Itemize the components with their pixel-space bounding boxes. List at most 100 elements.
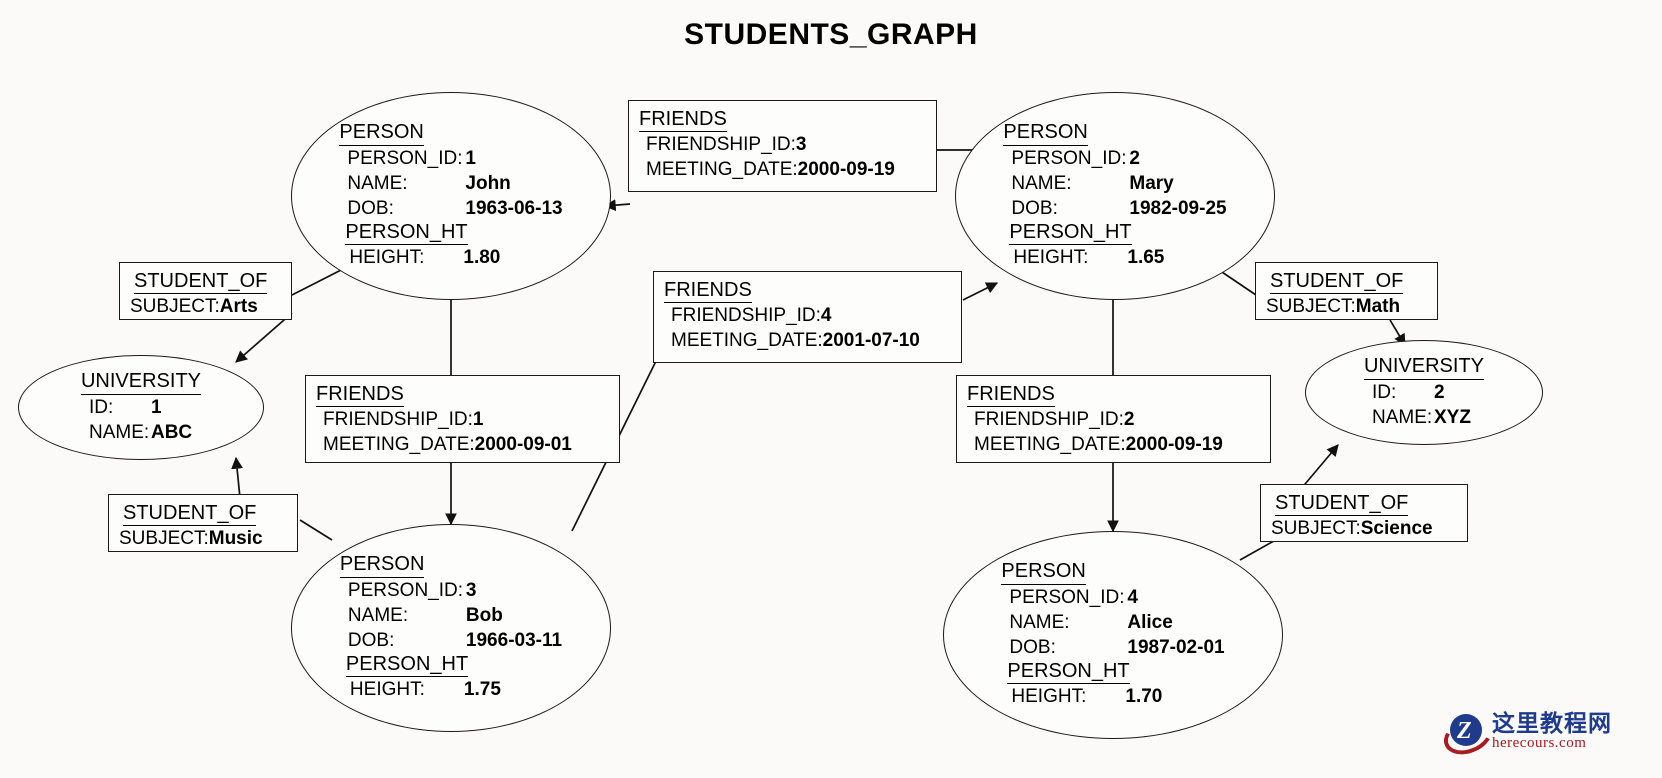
rel-attribute-row: SUBJECT: Arts bbox=[130, 294, 258, 319]
node-type-label: PERSON bbox=[339, 553, 425, 578]
attribute-key: FRIENDSHIP_ID: bbox=[974, 409, 1124, 431]
node-attribute-row: ID: 1 bbox=[81, 395, 201, 420]
rel-attribute-row: MEETING_DATE: 2000-09-01 bbox=[316, 432, 609, 457]
attribute-value: 2000-09-01 bbox=[474, 434, 572, 456]
attribute-value: Science bbox=[1360, 518, 1433, 540]
rel-type-label: STUDENT_OF bbox=[123, 502, 257, 527]
node-attribute-row: HEIGHT: 1.70 bbox=[1001, 684, 1224, 709]
node-sub-type-label: PERSON_HT bbox=[1007, 660, 1130, 685]
page-title: STUDENTS_GRAPH bbox=[684, 18, 978, 51]
node-attribute-row: ID: 2 bbox=[1364, 380, 1484, 405]
attribute-value: Bob bbox=[465, 604, 503, 626]
node-type-label: PERSON bbox=[1003, 121, 1088, 146]
node-attribute-row: DOB: 1982-09-25 bbox=[1003, 196, 1226, 221]
rel-type-label: STUDENT_OF bbox=[1270, 270, 1404, 295]
node-person-4[interactable]: PERSON PERSON_ID: 4 NAME: Alice DOB: 198… bbox=[943, 531, 1283, 739]
attribute-key: SUBJECT: bbox=[119, 528, 209, 550]
attribute-key: PERSON_ID: bbox=[347, 579, 464, 601]
rel-student-of-math[interactable]: STUDENT_OF SUBJECT: Math bbox=[1255, 262, 1438, 320]
attribute-key: DOB: bbox=[347, 630, 395, 651]
node-attribute-row: PERSON_ID: 2 bbox=[1003, 146, 1226, 171]
watermark-url: herecours.com bbox=[1492, 735, 1587, 752]
rel-type-label: FRIENDS bbox=[639, 108, 727, 133]
attribute-value: 3 bbox=[795, 134, 807, 156]
attribute-value: 2 bbox=[1433, 381, 1445, 403]
rel-friends-1[interactable]: FRIENDS FRIENDSHIP_ID: 1 MEETING_DATE: 2… bbox=[305, 375, 620, 463]
node-attribute-row: DOB: 1963-06-13 bbox=[339, 196, 562, 221]
node-attribute-row: NAME: John bbox=[339, 171, 562, 196]
attribute-key: FRIENDSHIP_ID: bbox=[323, 409, 473, 431]
attribute-key: DOB: bbox=[347, 198, 394, 219]
attribute-key: NAME: bbox=[347, 172, 408, 194]
watermark: Z 这里教程网 herecours.com bbox=[1438, 710, 1612, 762]
attribute-key: SUBJECT: bbox=[1271, 518, 1361, 540]
attribute-value: 1.80 bbox=[463, 247, 501, 269]
attribute-value: 1 bbox=[472, 409, 484, 431]
attribute-key: HEIGHT: bbox=[349, 679, 425, 701]
rel-friends-2[interactable]: FRIENDS FRIENDSHIP_ID: 2 MEETING_DATE: 2… bbox=[956, 375, 1271, 463]
watermark-brand: 这里教程网 bbox=[1492, 711, 1612, 738]
rel-friends-4[interactable]: FRIENDS FRIENDSHIP_ID: 4 MEETING_DATE: 2… bbox=[653, 271, 962, 363]
node-attribute-row: HEIGHT: 1.65 bbox=[1003, 245, 1226, 270]
attribute-key: NAME: bbox=[1011, 172, 1072, 194]
node-attribute-row: NAME: XYZ bbox=[1364, 405, 1484, 430]
rel-type-label: FRIENDS bbox=[316, 383, 404, 408]
rel-attribute-row: MEETING_DATE: 2000-09-19 bbox=[639, 157, 926, 182]
attribute-key: FRIENDSHIP_ID: bbox=[671, 305, 821, 327]
edge-student-music-univ1 bbox=[231, 456, 243, 499]
attribute-value: 1 bbox=[150, 396, 162, 418]
attribute-key: DOB: bbox=[1009, 637, 1056, 658]
attribute-value: XYZ bbox=[1433, 406, 1471, 428]
attribute-key: MEETING_DATE: bbox=[646, 159, 798, 181]
attribute-value: Math bbox=[1355, 296, 1401, 318]
node-type-label: UNIVERSITY bbox=[1363, 355, 1485, 380]
attribute-value: 4 bbox=[1127, 586, 1138, 608]
rel-student-of-music[interactable]: STUDENT_OF SUBJECT: Music bbox=[108, 494, 298, 552]
attribute-key: NAME: bbox=[1371, 406, 1433, 428]
attribute-value: Arts bbox=[219, 296, 258, 318]
rel-type-label: STUDENT_OF bbox=[1275, 492, 1409, 517]
globe-ball bbox=[1450, 714, 1482, 746]
rel-attribute-row: SUBJECT: Math bbox=[1266, 294, 1400, 319]
attribute-value: 2 bbox=[1129, 147, 1140, 169]
rel-attribute-row: SUBJECT: Science bbox=[1271, 516, 1433, 541]
attribute-value: John bbox=[465, 172, 511, 194]
node-attribute-row: NAME: ABC bbox=[81, 420, 201, 445]
rel-friends-3[interactable]: FRIENDS FRIENDSHIP_ID: 3 MEETING_DATE: 2… bbox=[628, 100, 937, 192]
node-person-1[interactable]: PERSON PERSON_ID: 1 NAME: John DOB: 1963… bbox=[291, 92, 611, 300]
node-type-label: PERSON bbox=[339, 121, 424, 146]
attribute-key: HEIGHT: bbox=[1011, 686, 1087, 708]
attribute-key: ID: bbox=[88, 396, 114, 418]
logo-letter: Z bbox=[1457, 718, 1472, 744]
node-university-1[interactable]: UNIVERSITY ID: 1 NAME: ABC bbox=[18, 355, 264, 460]
node-attribute-row: PERSON_ID: 3 bbox=[340, 578, 562, 603]
node-sub-type-label: PERSON_HT bbox=[1009, 221, 1132, 246]
attribute-key: NAME: bbox=[1009, 611, 1070, 633]
attribute-value: 1987-02-01 bbox=[1127, 637, 1225, 658]
attribute-value: 1.75 bbox=[463, 679, 501, 701]
attribute-key: NAME: bbox=[88, 421, 150, 443]
node-attribute-row: NAME: Bob bbox=[340, 603, 562, 628]
rel-attribute-row: MEETING_DATE: 2001-07-10 bbox=[664, 328, 951, 353]
attribute-value: 2001-07-10 bbox=[822, 330, 920, 352]
node-sub-type-label: PERSON_HT bbox=[345, 653, 469, 678]
attribute-key: DOB: bbox=[1011, 198, 1058, 219]
node-attribute-row: DOB: 1966-03-11 bbox=[340, 628, 562, 653]
attribute-value: 2000-09-19 bbox=[1125, 434, 1223, 456]
node-person-2[interactable]: PERSON PERSON_ID: 2 NAME: Mary DOB: 1982… bbox=[955, 92, 1275, 300]
attribute-key: HEIGHT: bbox=[349, 247, 425, 269]
rel-attribute-row: FRIENDSHIP_ID: 2 bbox=[967, 407, 1260, 432]
attribute-key: FRIENDSHIP_ID: bbox=[646, 134, 796, 156]
node-person-3[interactable]: PERSON PERSON_ID: 3 NAME: Bob DOB: 1966-… bbox=[291, 524, 611, 732]
attribute-key: SUBJECT: bbox=[1266, 296, 1356, 318]
rel-student-of-science[interactable]: STUDENT_OF SUBJECT: Science bbox=[1260, 484, 1468, 542]
watermark-text: 这里教程网 herecours.com bbox=[1492, 712, 1612, 752]
attribute-value: 1963-06-13 bbox=[465, 198, 563, 219]
node-university-2[interactable]: UNIVERSITY ID: 2 NAME: XYZ bbox=[1305, 340, 1543, 445]
edge-student-arts-univ1 bbox=[235, 312, 293, 363]
attribute-key: PERSON_ID: bbox=[1009, 586, 1125, 608]
attribute-key: SUBJECT: bbox=[130, 296, 220, 318]
rel-student-of-arts[interactable]: STUDENT_OF SUBJECT: Arts bbox=[119, 262, 292, 320]
rel-type-label: FRIENDS bbox=[664, 279, 752, 304]
